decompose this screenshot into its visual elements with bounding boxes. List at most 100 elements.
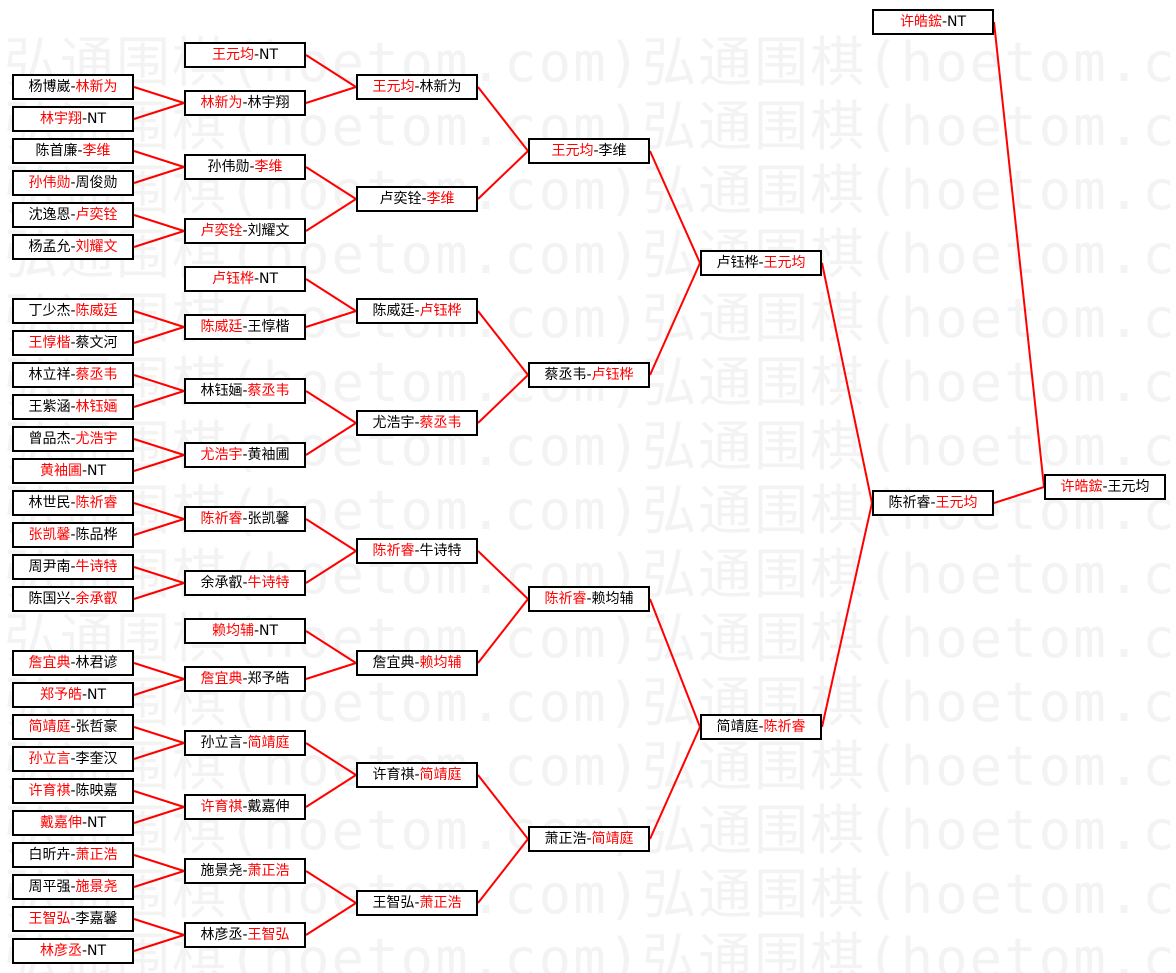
- bracket-connector: [305, 198, 357, 232]
- player-b-name: 王智弘: [247, 927, 290, 943]
- match-box: 孙立言-李奎汉: [12, 746, 134, 772]
- player-b-name: 张哲豪: [75, 719, 118, 735]
- match-box: 许皓鋐-王元均: [1044, 474, 1166, 500]
- player-a-name: 萧正浩: [544, 831, 587, 847]
- player-b-name: 林钰婳: [75, 399, 118, 415]
- player-b-name: 王惇楷: [247, 319, 290, 335]
- match-box: 林彦丞-NT: [12, 938, 134, 964]
- player-a-name: 林立祥: [28, 367, 71, 383]
- match-separator: -: [414, 543, 420, 559]
- match-box: 王惇楷-蔡文河: [12, 330, 134, 356]
- player-b-name: 牛诗特: [419, 543, 462, 559]
- player-b-name: 周俊勋: [75, 175, 118, 191]
- match-box: 白昕卉-萧正浩: [12, 842, 134, 868]
- bracket-connector: [305, 86, 357, 104]
- match-separator: -: [242, 863, 248, 879]
- bracket-connector: [133, 854, 185, 872]
- player-a-name: 陈威廷: [372, 303, 415, 319]
- player-a-name: 丁少杰: [28, 303, 71, 319]
- match-separator: -: [70, 335, 76, 351]
- match-box: 卢钰桦-王元均: [700, 250, 822, 276]
- match-separator: -: [81, 687, 88, 703]
- match-box: 尤浩宇-蔡丞韦: [356, 410, 478, 436]
- match-box: 周尹南-牛诗特: [12, 554, 134, 580]
- bracket-connector: [993, 486, 1045, 504]
- player-a-name: 杨孟允: [28, 239, 71, 255]
- player-a-name: 陈祈睿: [200, 511, 243, 527]
- player-a-name: 林彦丞: [200, 927, 243, 943]
- bracket-connector: [133, 390, 185, 408]
- player-b-name: 李嘉馨: [75, 911, 118, 927]
- player-a-name: 陈首廉: [35, 143, 78, 159]
- player-b-name: 赖均辅: [591, 591, 634, 607]
- player-a-name: 陈祈睿: [888, 495, 931, 511]
- bracket-connector: [133, 918, 185, 936]
- player-a-name: 简靖庭: [716, 719, 759, 735]
- bracket-connector: [305, 278, 357, 312]
- player-a-name: 黄袖圃: [39, 463, 82, 479]
- match-separator: -: [414, 895, 420, 911]
- match-separator: -: [70, 495, 76, 511]
- bracket-connector: [133, 518, 185, 536]
- player-a-name: 林宇翔: [39, 111, 82, 127]
- player-b-name: NT: [87, 687, 107, 703]
- match-separator: -: [70, 719, 76, 735]
- bracket-connector: [993, 21, 1045, 488]
- bracket-connector: [133, 166, 185, 184]
- player-a-name: 郑予皓: [39, 687, 82, 703]
- bracket-connector: [133, 230, 185, 248]
- bracket-connector: [477, 86, 529, 152]
- player-b-name: 陈映嘉: [75, 783, 118, 799]
- player-b-name: 陈品桦: [75, 527, 118, 543]
- match-box: 卢奕铨-刘耀文: [184, 218, 306, 244]
- player-a-name: 孙立言: [28, 751, 71, 767]
- match-box: 萧正浩-简靖庭: [528, 826, 650, 852]
- match-box: 王元均-林新为: [356, 74, 478, 100]
- player-b-name: NT: [947, 14, 967, 30]
- bracket-connector: [133, 150, 185, 168]
- bracket-connector: [305, 630, 357, 664]
- match-box: 陈祈睿-王元均: [872, 490, 994, 516]
- match-separator: -: [242, 735, 248, 751]
- match-box: 曾品杰-尤浩宇: [12, 426, 134, 452]
- player-b-name: 简靖庭: [419, 767, 462, 783]
- match-box: 尤浩宇-黄袖圃: [184, 442, 306, 468]
- bracket-connector: [305, 390, 357, 424]
- match-box: 许皓鋐-NT: [872, 9, 994, 35]
- bracket-connector: [133, 326, 185, 344]
- match-box: 许育祺-简靖庭: [356, 762, 478, 788]
- match-box: 孙伟勋-李维: [184, 154, 306, 180]
- bracket-connector: [305, 870, 357, 904]
- player-b-name: 戴嘉伸: [247, 799, 290, 815]
- player-a-name: 陈祈睿: [372, 543, 415, 559]
- player-a-name: 詹宜典: [28, 655, 71, 671]
- match-separator: -: [70, 847, 76, 863]
- match-separator: -: [242, 383, 248, 399]
- player-b-name: 牛诗特: [247, 575, 290, 591]
- match-separator: -: [242, 447, 248, 463]
- player-b-name: 蔡文河: [75, 335, 118, 351]
- player-b-name: 卢奕铨: [75, 207, 118, 223]
- player-b-name: 张凯馨: [247, 511, 290, 527]
- match-separator: -: [941, 14, 948, 30]
- match-box: 张凯馨-陈品桦: [12, 522, 134, 548]
- bracket-connector: [133, 502, 185, 520]
- match-box: 许育祺-陈映嘉: [12, 778, 134, 804]
- player-a-name: 王智弘: [28, 911, 71, 927]
- player-b-name: 施景尧: [75, 879, 118, 895]
- match-separator: -: [253, 623, 260, 639]
- player-a-name: 施景尧: [200, 863, 243, 879]
- player-b-name: 李奎汉: [75, 751, 118, 767]
- player-a-name: 陈威廷: [200, 319, 243, 335]
- match-separator: -: [758, 255, 764, 271]
- match-box: 郑予皓-NT: [12, 682, 134, 708]
- match-separator: -: [70, 591, 76, 607]
- match-separator: -: [414, 303, 420, 319]
- player-b-name: 李维: [82, 143, 111, 159]
- match-separator: -: [242, 223, 248, 239]
- match-box: 施景尧-萧正浩: [184, 858, 306, 884]
- match-separator: -: [1102, 479, 1108, 495]
- match-separator: -: [70, 239, 76, 255]
- bracket-connector: [133, 742, 185, 760]
- player-a-name: 尤浩宇: [372, 415, 415, 431]
